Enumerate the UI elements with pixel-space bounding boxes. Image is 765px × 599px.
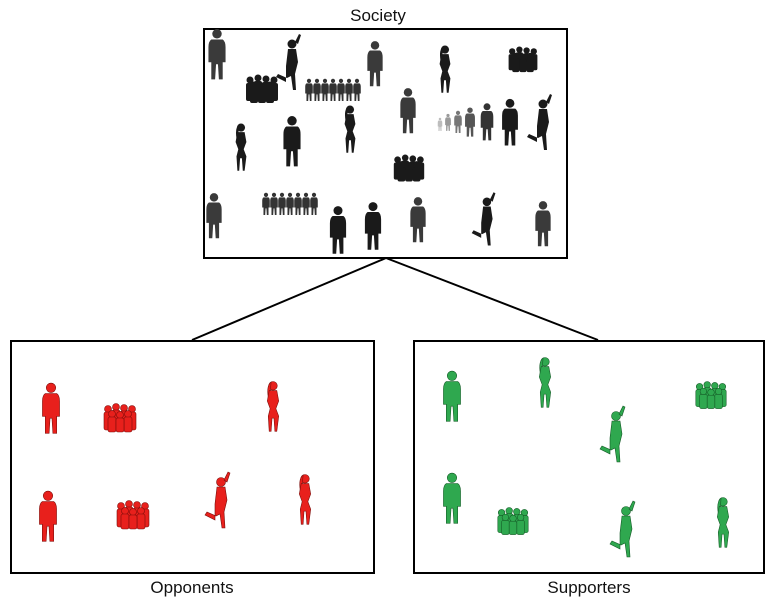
supporters-label: Supporters [547,578,631,597]
opponent-woman-figure [266,381,280,432]
opponent-crowd-figure [103,403,137,433]
society-line-of-men-figure [305,79,361,101]
supporter-dancer-figure [599,405,626,463]
supporter-woman-figure [538,357,552,408]
society-gradient-line-figure [437,98,518,146]
opponents-figures [38,381,312,542]
supporters-figures [442,357,730,558]
supporter-crowd-figure [695,381,727,410]
society-man-figure [535,201,551,247]
opponent-crowd-figure [116,500,150,530]
supporter-man-figure [442,472,462,524]
society-woman-figure [235,123,247,171]
society-man-figure [367,41,383,87]
society-dancer-figure [276,34,301,90]
society-woman-figure [439,45,451,93]
society-man-figure [400,88,416,134]
society-woman-figure [344,105,356,153]
opponent-man-figure [41,382,61,434]
supporter-dancer-figure [609,500,636,558]
society-crowd-figure [508,46,538,73]
society-crowd-figure [246,74,278,103]
opponents-label: Opponents [150,578,234,597]
supporter-woman-figure [716,497,730,548]
opponent-dancer-figure [204,471,231,529]
society-man-figure [364,202,382,250]
society-crowd-figure [393,154,425,182]
society-man-figure [208,29,226,80]
society-figures [206,29,552,254]
society-man-figure [329,206,347,254]
opponent-man-figure [38,490,58,542]
supporter-crowd-figure [497,507,529,536]
opponents-box [10,340,375,574]
society-man-figure [410,197,426,243]
society-man-figure [206,193,222,239]
connector-to-opponents [191,257,387,341]
society-dancer-figure [471,192,496,246]
society-dancer-figure [527,94,552,150]
opponent-woman-figure [298,474,312,525]
society-man-figure [283,116,301,167]
connector-to-supporters [385,257,599,341]
supporters-box [413,340,765,574]
society-label: Society [350,6,406,25]
supporter-man-figure [442,370,462,422]
society-line-of-men-figure [262,193,318,215]
